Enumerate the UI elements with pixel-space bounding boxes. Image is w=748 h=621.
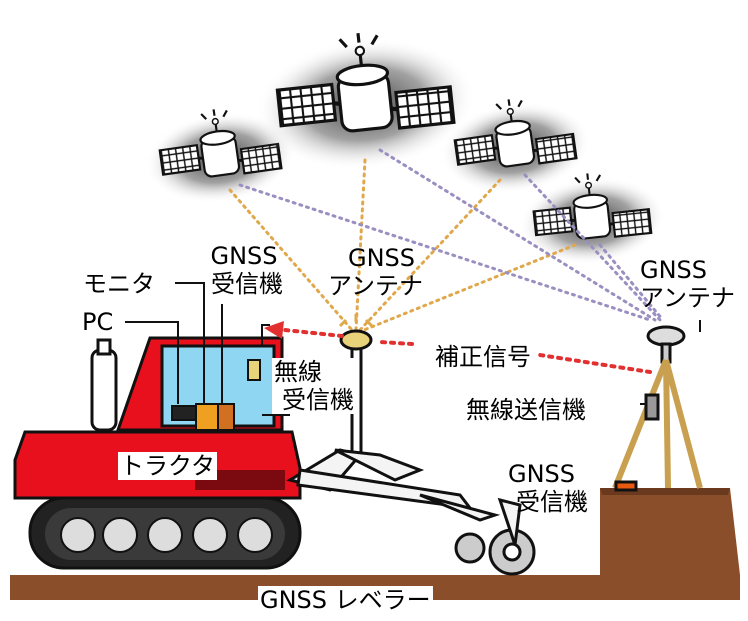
label-gnss-receiver-tractor: GNSS 受信機 [210, 242, 283, 298]
gnss-antenna-icon [338, 314, 374, 351]
leveler-illustration [286, 338, 536, 576]
label-radio-receiver: 無線 受信機 [272, 358, 356, 414]
label-gnss-leveler: GNSS レベラー [258, 586, 433, 614]
label-radio-transmitter: 無線送信機 [466, 396, 586, 424]
label-pc: PC [82, 308, 114, 336]
label-tractor: トラクタ [118, 452, 218, 480]
callout-lines [125, 282, 701, 416]
receiver-device [217, 403, 235, 431]
label-correction-signal: 補正信号 [435, 343, 531, 371]
label-gnss-receiver-base: GNSS 受信機 [508, 460, 588, 516]
label-gnss-antenna-center: GNSS アンテナ [328, 244, 424, 300]
pc-device [171, 405, 199, 421]
raised-ground [600, 488, 740, 575]
radio-receiver-device [247, 359, 261, 381]
correction-signal-arrows [283, 328, 652, 374]
label-gnss-antenna-right: GNSS アンテナ [640, 256, 736, 312]
signal-lines [228, 148, 665, 332]
monitor-device [195, 403, 219, 431]
tripod-icon [612, 325, 703, 492]
label-monitor: モニタ [83, 270, 155, 298]
